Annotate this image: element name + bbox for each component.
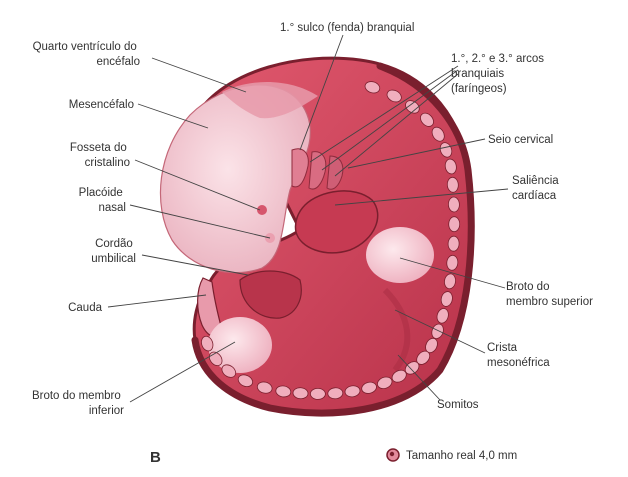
somite [361, 381, 377, 394]
upper-limb-bud [366, 227, 434, 283]
somite [256, 381, 273, 394]
somite [221, 364, 237, 378]
heart-prominence [294, 190, 379, 254]
somite [327, 387, 344, 400]
somite [344, 385, 361, 398]
somite [446, 254, 459, 271]
umbilical-cord [239, 270, 302, 319]
somite [436, 308, 449, 324]
panel-letter: B [150, 449, 161, 466]
label-broto-superior: Broto do membro superior [506, 281, 593, 308]
somite [275, 385, 292, 398]
somite [201, 335, 214, 352]
branchial-arch-2 [308, 151, 327, 190]
somite [386, 89, 402, 103]
somite [405, 100, 420, 114]
somite [444, 273, 456, 290]
scale-note: Tamanho real 4,0 mm [406, 450, 517, 462]
scale-icon [386, 448, 400, 462]
lens-pit [257, 205, 267, 215]
somite [444, 158, 457, 175]
dorsal-rim [191, 62, 475, 417]
label-seio: Seio cervical [488, 134, 553, 146]
somite [292, 387, 309, 400]
somite [364, 81, 381, 94]
mesonephric-ridge [382, 287, 411, 372]
somite [208, 351, 223, 367]
label-mesencefalo: Mesencéfalo [69, 99, 134, 111]
somite [446, 176, 459, 193]
somite [310, 387, 326, 400]
somite [431, 126, 445, 142]
somite [377, 376, 393, 389]
somite [237, 374, 253, 387]
label-saliencia: Saliência cardíaca [512, 175, 562, 202]
somite [447, 196, 460, 213]
somite [448, 216, 461, 233]
somite [391, 369, 407, 383]
label-cauda: Cauda [68, 302, 102, 314]
somite [447, 235, 460, 252]
label-broto-inferior: Broto do membro inferior [32, 390, 124, 417]
label-arcos: 1.°, 2.° e 3.° arcos branquiais (farínge… [451, 53, 547, 95]
somite [420, 112, 434, 127]
label-cordao: Cordão umbilical [91, 238, 136, 265]
somites-group [201, 81, 461, 400]
label-quarto-ventriculo: Quarto ventrículo do encéfalo [33, 41, 140, 68]
label-sulco: 1.° sulco (fenda) branquial [280, 22, 414, 34]
fourth-ventricle [222, 81, 318, 119]
label-fosseta: Fosseta do cristalino [70, 142, 130, 169]
somite [440, 291, 453, 307]
label-placoide: Placóide nasal [79, 187, 126, 214]
lower-limb-bud [208, 317, 272, 373]
label-somitos: Somitos [437, 399, 479, 411]
label-crista: Crista mesonéfrica [487, 342, 550, 369]
